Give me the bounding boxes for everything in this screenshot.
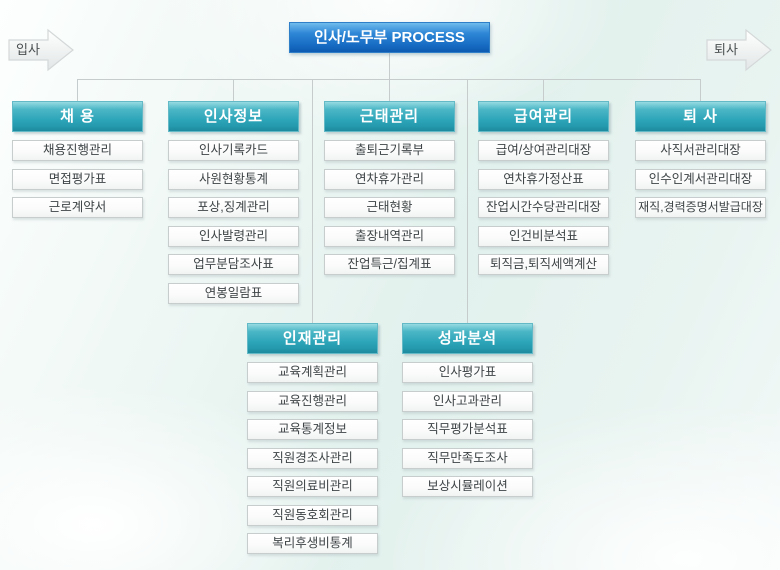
process-item: 교육진행관리 — [247, 391, 378, 412]
column-header-payroll: 급여관리 — [478, 101, 609, 132]
column-header-attendance: 근태관리 — [324, 101, 455, 132]
column-header-talent-management: 인재관리 — [247, 323, 378, 354]
process-item: 직원경조사관리 — [247, 448, 378, 469]
connector-stub-hr-info — [233, 80, 234, 101]
process-item: 직원의료비관리 — [247, 476, 378, 497]
right-arrow-icon — [8, 28, 74, 72]
connector-stub-attendance — [389, 80, 390, 101]
process-item: 면접평가표 — [12, 169, 143, 190]
process-item: 출퇴근기록부 — [324, 140, 455, 161]
process-item: 교육계획관리 — [247, 362, 378, 383]
connector-performance-vertical — [467, 80, 468, 323]
column-header-resignation: 퇴 사 — [635, 101, 766, 132]
diagram-title: 인사/노무부 PROCESS — [289, 22, 490, 53]
process-item: 연차휴가정산표 — [478, 169, 609, 190]
right-arrow-icon — [706, 28, 772, 72]
process-item: 근태현황 — [324, 197, 455, 218]
process-item: 채용진행관리 — [12, 140, 143, 161]
process-item: 잔업특근/집계표 — [324, 254, 455, 275]
process-item: 직무만족도조사 — [402, 448, 533, 469]
process-item: 보상시뮬레이션 — [402, 476, 533, 497]
connector-stub-payroll — [543, 80, 544, 101]
process-item: 근로계약서 — [12, 197, 143, 218]
column-header-performance-analysis: 성과분석 — [402, 323, 533, 354]
process-item: 직무평가분석표 — [402, 419, 533, 440]
process-item: 연차휴가관리 — [324, 169, 455, 190]
connector-talent-vertical — [312, 80, 313, 323]
process-item: 인사고과관리 — [402, 391, 533, 412]
process-item: 교육통계정보 — [247, 419, 378, 440]
connector-horizontal — [77, 79, 701, 80]
connector-title-vertical — [389, 53, 390, 79]
connector-stub-resignation — [700, 80, 701, 101]
process-item: 출장내역관리 — [324, 226, 455, 247]
process-item: 인수인계서관리대장 — [635, 169, 766, 190]
process-item: 잔업시간수당관리대장 — [478, 197, 609, 218]
process-item: 복리후생비통계 — [247, 533, 378, 554]
connector-stub-recruitment — [77, 80, 78, 101]
column-header-recruitment: 채 용 — [12, 101, 143, 132]
column-header-hr-info: 인사정보 — [168, 101, 299, 132]
process-item: 인사발령관리 — [168, 226, 299, 247]
process-item: 포상,징계관리 — [168, 197, 299, 218]
process-item: 인사기록카드 — [168, 140, 299, 161]
process-item: 인사평가표 — [402, 362, 533, 383]
entry-arrow-label: 입사 — [16, 42, 40, 57]
process-item: 사원현황통계 — [168, 169, 299, 190]
process-item: 퇴직금,퇴직세액계산 — [478, 254, 609, 275]
process-item: 직원동호회관리 — [247, 505, 378, 526]
process-item: 재직,경력증명서발급대장 — [635, 197, 766, 218]
process-item: 인건비분석표 — [478, 226, 609, 247]
entry-arrow: 입사 — [8, 28, 74, 72]
process-item: 업무분담조사표 — [168, 254, 299, 275]
process-item: 사직서관리대장 — [635, 140, 766, 161]
exit-arrow: 퇴사 — [706, 28, 772, 72]
process-item: 급여/상여관리대장 — [478, 140, 609, 161]
process-item: 연봉일람표 — [168, 283, 299, 304]
exit-arrow-label: 퇴사 — [714, 42, 738, 57]
